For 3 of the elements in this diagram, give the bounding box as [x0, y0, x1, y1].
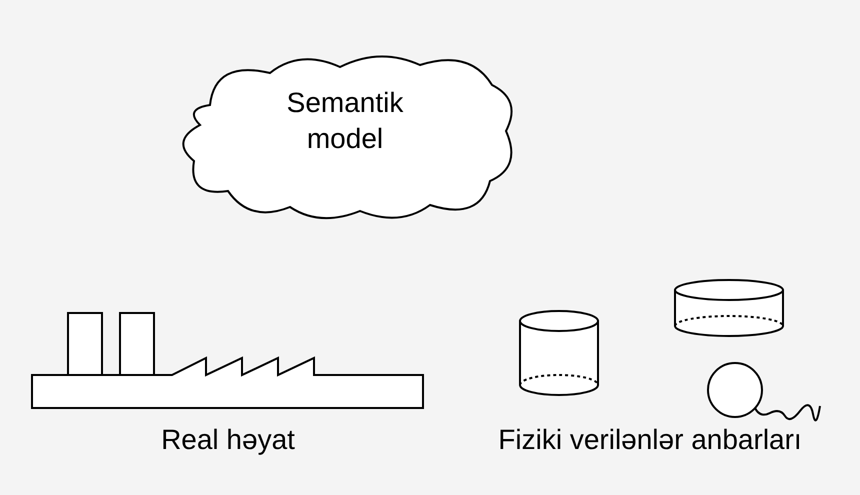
node-label: Real həyat — [160, 423, 296, 457]
node-label: Fiziki verilənlər anbarları — [497, 423, 803, 457]
cloud-label: Semantik model — [286, 86, 404, 156]
